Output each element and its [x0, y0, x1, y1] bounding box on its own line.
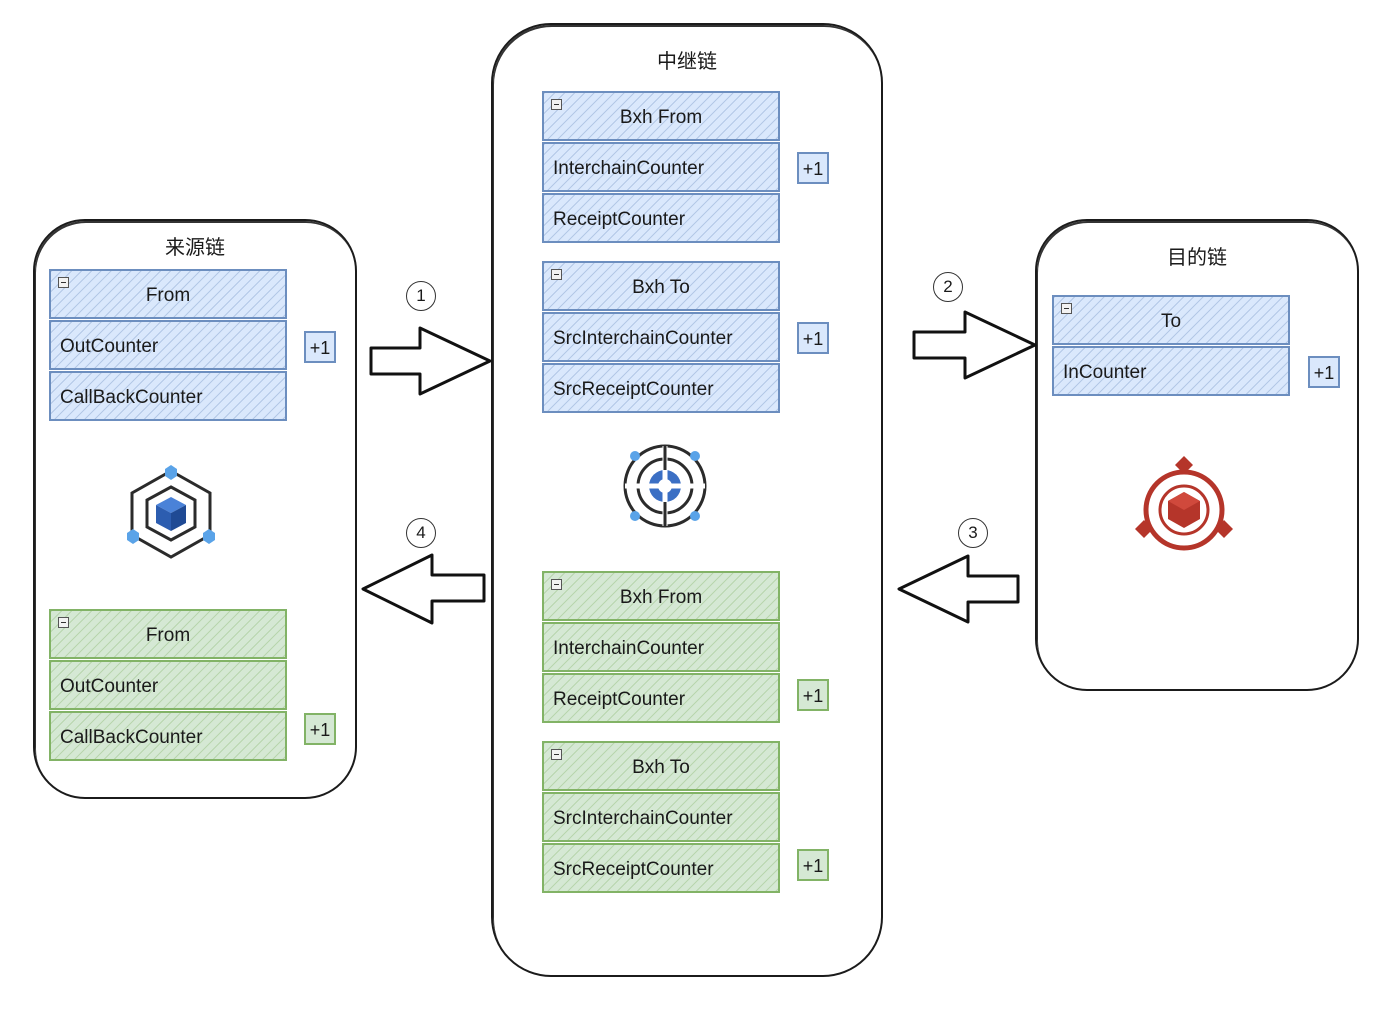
increment-badge: +1: [797, 152, 829, 184]
table-header[interactable]: Bxh To: [542, 741, 780, 791]
table-row[interactable]: CallBackCounter: [49, 371, 287, 421]
collapse-icon[interactable]: [551, 99, 562, 110]
collapse-icon[interactable]: [58, 617, 69, 628]
table-row[interactable]: InterchainCounter: [542, 622, 780, 672]
table-row[interactable]: InterchainCounter: [542, 142, 780, 192]
increment-badge: +1: [797, 322, 829, 354]
collapse-icon[interactable]: [551, 749, 562, 760]
table-row[interactable]: CallBackCounter: [49, 711, 287, 761]
table-header[interactable]: From: [49, 269, 287, 319]
collapse-icon[interactable]: [58, 277, 69, 288]
table-row[interactable]: InCounter: [1052, 346, 1290, 396]
relay-target-icon: [623, 444, 707, 528]
step-2-label: 2: [933, 272, 963, 302]
table-header[interactable]: Bxh To: [542, 261, 780, 311]
increment-badge: +1: [1308, 356, 1340, 388]
table-row[interactable]: SrcReceiptCounter: [542, 843, 780, 893]
source-chain-title: 来源链: [165, 237, 225, 259]
step-2-arrow: [912, 310, 1037, 380]
increment-badge: +1: [304, 713, 336, 745]
table-row[interactable]: OutCounter: [49, 320, 287, 370]
step-3-label: 3: [958, 518, 988, 548]
step-1-arrow: [369, 326, 492, 396]
table-header[interactable]: From: [49, 609, 287, 659]
relay-chain-title: 中继链: [657, 51, 717, 73]
table-row[interactable]: SrcReceiptCounter: [542, 363, 780, 413]
table-header[interactable]: To: [1052, 295, 1290, 345]
increment-badge: +1: [797, 849, 829, 881]
step-4-arrow: [361, 553, 486, 625]
table-row[interactable]: ReceiptCounter: [542, 673, 780, 723]
increment-badge: +1: [304, 331, 336, 363]
table-header[interactable]: Bxh From: [542, 571, 780, 621]
step-4-label: 4: [406, 518, 436, 548]
table-row[interactable]: OutCounter: [49, 660, 287, 710]
collapse-icon[interactable]: [1061, 303, 1072, 314]
increment-badge: +1: [797, 679, 829, 711]
blockchain-cube-icon: [127, 465, 215, 559]
collapse-icon[interactable]: [551, 579, 562, 590]
collapse-icon[interactable]: [551, 269, 562, 280]
destination-hub-icon: [1135, 456, 1233, 551]
table-row[interactable]: SrcInterchainCounter: [542, 792, 780, 842]
dest-chain-title: 目的链: [1167, 247, 1227, 269]
table-row[interactable]: SrcInterchainCounter: [542, 312, 780, 362]
table-row[interactable]: ReceiptCounter: [542, 193, 780, 243]
step-1-label: 1: [406, 281, 436, 311]
step-3-arrow: [897, 554, 1020, 624]
table-header[interactable]: Bxh From: [542, 91, 780, 141]
